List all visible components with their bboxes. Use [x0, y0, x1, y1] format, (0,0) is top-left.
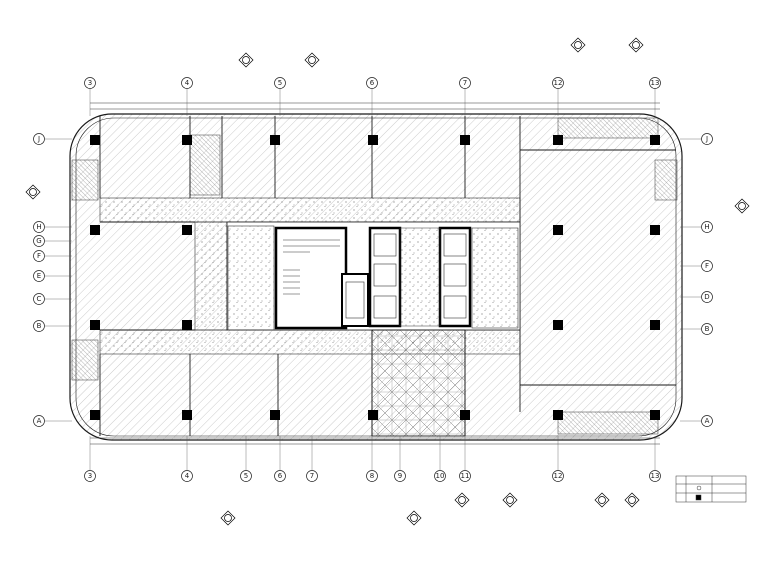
axis-left-C-label: C — [37, 295, 42, 303]
room-partitions — [99, 116, 676, 436]
axis-bottom-8-label: 8 — [370, 472, 374, 480]
axis-top-3-label: 3 — [88, 79, 92, 87]
axis-right-B-bubble — [701, 323, 713, 335]
axis-bottom-3-bubble — [84, 470, 96, 482]
axis-left-A-bubble — [33, 415, 45, 427]
axis-bottom-7-label: 7 — [310, 472, 314, 480]
axis-right-A-label: A — [705, 417, 710, 425]
axis-bottom-4-label: 4 — [185, 472, 190, 480]
axis-bottom-10-label: 10 — [436, 472, 445, 480]
column-axes-top: 3 4 5 6 7 12 13 — [84, 77, 661, 116]
axis-bottom-4-bubble — [181, 470, 193, 482]
axis-left-E-label: E — [37, 272, 41, 280]
axis-top-13-bubble — [649, 77, 661, 89]
axis-top-5-bubble — [274, 77, 286, 89]
axis-bottom-6-label: 6 — [278, 472, 283, 480]
axis-bottom-11-bubble — [459, 470, 471, 482]
axis-right-D-bubble — [701, 291, 713, 303]
axis-right-D-label: D — [704, 293, 709, 301]
axis-top-6-label: 6 — [370, 79, 375, 87]
axis-right-F-bubble — [701, 260, 713, 272]
axis-bottom-12-label: 12 — [554, 472, 563, 480]
axis-right-A-bubble — [701, 415, 713, 427]
axis-top-12-label: 12 — [554, 79, 563, 87]
axis-bottom-6-bubble — [274, 470, 286, 482]
row-axes-left: J HGF E C B A — [33, 133, 72, 427]
axis-bottom-9-bubble — [394, 470, 406, 482]
axis-top-7-bubble — [459, 77, 471, 89]
row-axes-right: J H F D B A — [680, 133, 713, 427]
building-core — [226, 221, 521, 331]
axis-bottom-13-label: 13 — [651, 472, 660, 480]
axis-right-J-label: J — [705, 135, 708, 143]
axis-left-B-label: B — [37, 322, 42, 330]
axis-left-F-bubble — [33, 250, 45, 262]
axis-bottom-3-label: 3 — [88, 472, 92, 480]
axis-bottom-13-bubble — [649, 470, 661, 482]
column-axes-bottom: 3 4 5 6 7 8 9 10 11 12 13 — [84, 436, 661, 482]
axis-right-H-label: H — [704, 223, 709, 231]
structural-columns — [90, 135, 660, 420]
axis-bottom-9-label: 9 — [398, 472, 402, 480]
axis-left-J-label: J — [37, 135, 40, 143]
axis-top-4-label: 4 — [185, 79, 190, 87]
axis-bottom-11-label: 11 — [461, 472, 470, 480]
axis-right-J-bubble — [701, 133, 713, 145]
axis-bottom-5-bubble — [240, 470, 252, 482]
axis-top-4-bubble — [181, 77, 193, 89]
axis-top-13-label: 13 — [651, 79, 660, 87]
axis-right-F-label: F — [705, 262, 709, 270]
axis-left-G-label: G — [36, 237, 41, 245]
axis-left-H-bubble — [33, 221, 45, 233]
section-markers — [25, 37, 750, 526]
axis-left-B-bubble — [33, 320, 45, 332]
axis-left-A-label: A — [37, 417, 42, 425]
legend-table — [675, 475, 747, 503]
axis-top-12-bubble — [552, 77, 564, 89]
axis-left-F-label: F — [37, 252, 41, 260]
axis-right-B-label: B — [705, 325, 710, 333]
axis-bottom-12-bubble — [552, 470, 564, 482]
axis-bottom-5-label: 5 — [244, 472, 248, 480]
curtain-wall-zones — [71, 117, 678, 435]
axis-right-H-bubble — [701, 221, 713, 233]
axis-top-5-label: 5 — [278, 79, 282, 87]
axis-left-E-bubble — [33, 270, 45, 282]
axis-bottom-7-bubble — [306, 470, 318, 482]
axis-top-6-bubble — [366, 77, 378, 89]
axis-left-J-bubble — [33, 133, 45, 145]
axis-top-7-label: 7 — [463, 79, 467, 87]
axis-bottom-8-bubble — [366, 470, 378, 482]
axis-top-3-bubble — [84, 77, 96, 89]
axis-left-H-label: H — [36, 223, 41, 231]
axis-bottom-10-bubble — [434, 470, 446, 482]
axis-left-C-bubble — [33, 293, 45, 305]
lobby-tile-floor — [371, 329, 466, 437]
axis-left-G-bubble — [33, 235, 45, 247]
